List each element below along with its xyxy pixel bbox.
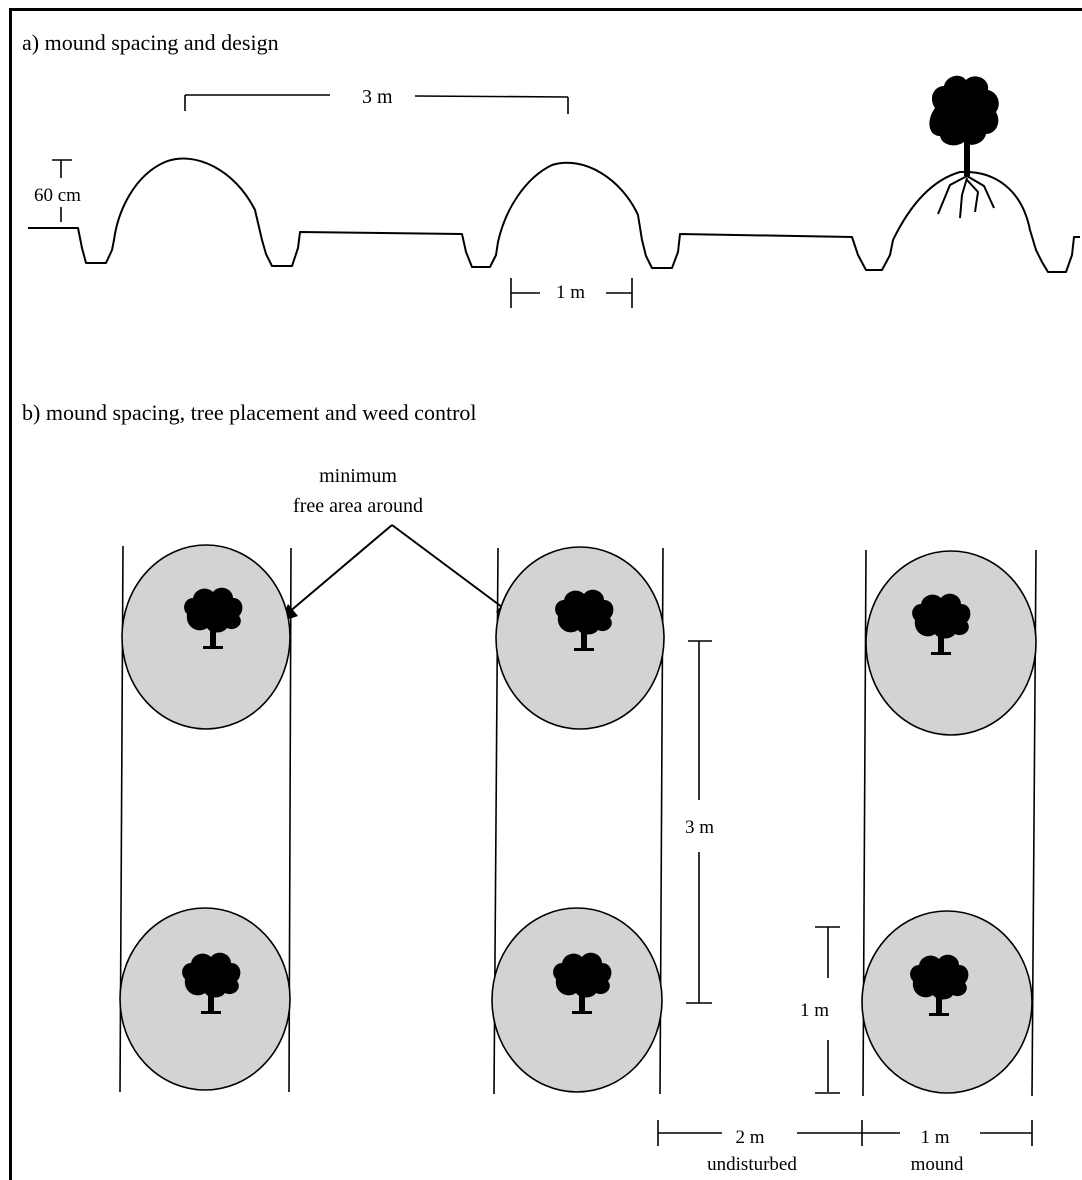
figure-border — [9, 8, 1082, 1180]
height-label: 60 cm — [34, 185, 81, 206]
annotation-line-1: minimum — [319, 465, 397, 487]
free-area-circle — [865, 550, 1037, 736]
mound-profile — [28, 157, 1080, 273]
undisturbed-width-label: 2 m — [735, 1127, 764, 1148]
free-area-circle — [491, 907, 663, 1093]
free-area-circle — [861, 910, 1033, 1094]
circle-size-label: 1 m — [800, 1000, 829, 1021]
panel-a-title: a) mound spacing and design — [22, 30, 279, 55]
free-area-circle — [119, 907, 291, 1091]
vertical-spacing-label: 3 m — [685, 817, 714, 838]
mound-row-1 — [119, 544, 292, 1093]
free-area-circle — [495, 546, 665, 730]
mound-text: mound — [911, 1154, 964, 1175]
annotation-arrows — [280, 524, 516, 622]
annotation-line-2: free area around — [293, 495, 423, 517]
spacing-dimension-a: 3 m — [184, 86, 569, 114]
panel-b-title: b) mound spacing, tree placement and wee… — [22, 400, 477, 425]
mound-row-3 — [861, 549, 1037, 1097]
circle-size-dimension: 1 m — [800, 926, 840, 1094]
width-dimension-a: 1 m — [510, 278, 633, 308]
undisturbed-text: undisturbed — [707, 1154, 797, 1175]
spacing-label-a: 3 m — [362, 86, 393, 108]
vertical-spacing-dimension: 3 m — [685, 640, 714, 1004]
free-area-circle — [121, 544, 291, 730]
width-label-a: 1 m — [556, 282, 585, 303]
mound-width-label: 1 m — [920, 1127, 949, 1148]
bottom-width-dimensions: 2 m undisturbed 1 m mound — [657, 1120, 1033, 1175]
planted-tree-icon — [929, 75, 999, 219]
mound-row-2 — [491, 546, 665, 1095]
height-dimension: 60 cm — [34, 159, 81, 222]
